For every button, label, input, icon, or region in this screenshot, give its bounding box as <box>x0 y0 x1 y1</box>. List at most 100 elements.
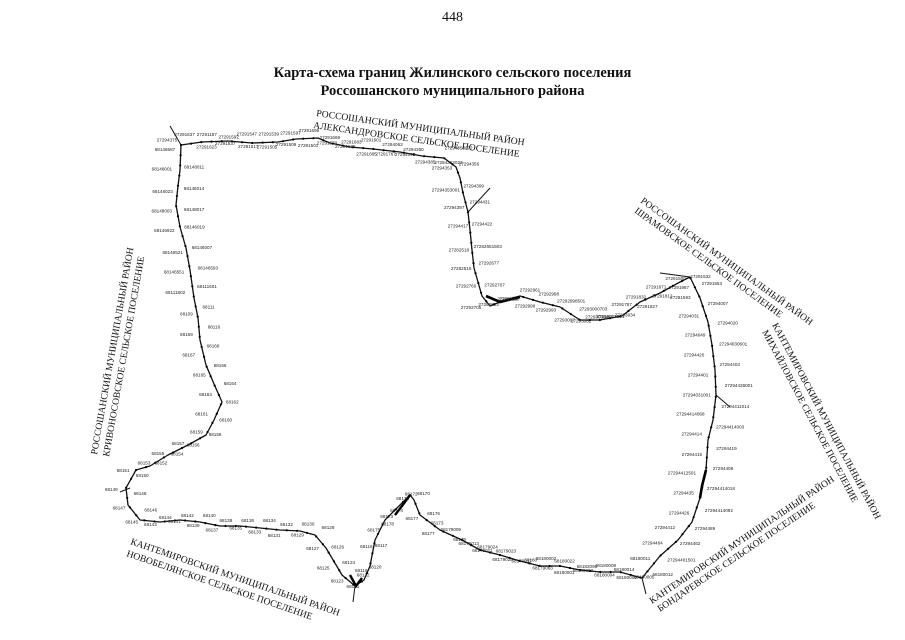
boundary-vertex <box>179 143 183 147</box>
parcel-label: 27293007 <box>554 317 575 322</box>
parcel-label: 27294385 <box>415 160 436 165</box>
parcel-label: 68151 <box>117 468 130 473</box>
parcel-label: 68146551 <box>164 270 185 275</box>
boundary-vertex <box>713 406 716 409</box>
boundary-vertex <box>706 446 709 449</box>
boundary-vertex <box>220 140 223 143</box>
boundary-vertex <box>414 502 417 505</box>
boundary-vertex <box>125 486 128 489</box>
parcel-label: 27294031 <box>679 313 700 318</box>
parcel-label: 68123 <box>331 579 344 584</box>
boundary-vertex <box>302 137 305 140</box>
boundary-vertex <box>698 295 701 298</box>
parcel-label: 68180011 <box>630 556 651 561</box>
boundary-vertex <box>461 539 464 542</box>
parcel-label: 68155 <box>152 451 165 456</box>
parcel-label: 68180022 <box>554 559 575 564</box>
boundary-vertex <box>261 141 264 144</box>
page-number: 448 <box>442 10 463 25</box>
parcel-label: 68129 <box>291 533 304 538</box>
boundary-vertex <box>502 299 505 302</box>
boundary-vertex <box>351 146 355 149</box>
boundary-vertex <box>198 335 201 338</box>
parcel-label: 68173 <box>380 514 393 519</box>
parcel-label: 68160 <box>219 417 232 422</box>
parcel-label: 68111 <box>203 304 216 309</box>
parcel-label: 27294360 <box>403 147 424 152</box>
boundary-vertex <box>468 221 471 224</box>
boundary-vertex <box>312 137 315 140</box>
parcel-label: 68146922 <box>154 228 175 233</box>
parcel-label: 27291570 <box>317 140 338 145</box>
boundary-vertex <box>181 235 184 238</box>
parcel-label: 27291592 <box>218 134 239 139</box>
boundary-vertex <box>285 529 288 532</box>
parcel-label: 27291695 <box>299 128 320 133</box>
parcel-label: 68153 <box>138 460 151 465</box>
boundary-vertex <box>376 532 380 536</box>
neighbor-southwest-line2: НОВОБЕЛЯНСКОЕ СЕЛЬСКОЕ ПОСЕЛЕНИЕ <box>125 548 314 622</box>
parcel-label: 68144 <box>159 515 172 520</box>
parcel-label: 27294435 <box>673 491 694 496</box>
boundary-vertex <box>244 525 248 528</box>
boundary-vertex <box>707 436 710 439</box>
parcel-label: 68163 <box>199 392 212 397</box>
parcel-label: 68168 <box>207 343 220 348</box>
boundary-vertex <box>470 241 473 244</box>
boundary-vertex <box>442 530 445 533</box>
boundary-vertex <box>423 155 426 158</box>
parcel-label: 27293007501 <box>596 314 625 319</box>
parcel-label: 68146521 <box>162 250 183 255</box>
boundary-vertex <box>194 305 197 308</box>
boundary-vertex <box>459 181 462 184</box>
boundary-vertex <box>551 304 554 307</box>
boundary-vertex <box>695 506 698 509</box>
boundary-vertex <box>528 562 531 565</box>
boundary-vertex <box>709 334 712 337</box>
boundary-vertex <box>143 519 146 522</box>
parcel-label: 27292998501 <box>557 299 586 304</box>
boundary-vertex <box>176 184 180 187</box>
boundary-vertex <box>704 314 708 317</box>
boundary-vertex <box>703 476 706 479</box>
boundary-vertex <box>433 156 436 159</box>
boundary-vertex <box>522 295 525 299</box>
boundary-vertex <box>327 551 330 554</box>
boundary-vertices <box>125 137 717 586</box>
parcel-label: 68135 <box>229 526 242 531</box>
boundary-vertex <box>205 365 208 368</box>
parcel-label: 68172 <box>405 491 418 496</box>
boundary-vertex <box>281 140 285 143</box>
parcel-label: 27294356 <box>459 162 480 167</box>
parcel-label: 27291683 <box>341 139 362 144</box>
parcel-label: 68180002 <box>536 556 557 561</box>
boundary-vertex <box>646 570 649 573</box>
parcel-label: 27291987 <box>669 285 690 290</box>
boundary-vertex <box>199 437 202 440</box>
parcel-label: 27294426 <box>669 511 690 516</box>
boundary-vertex <box>154 461 157 464</box>
boundary-vertex <box>241 141 244 144</box>
boundary-vertex <box>186 254 189 258</box>
parcel-label: 27294436001 <box>725 383 754 388</box>
boundary-vertex <box>627 309 630 312</box>
boundary-vertex <box>712 355 715 358</box>
boundary-vertex <box>197 325 200 328</box>
parcel-label: 27294403 <box>720 362 741 367</box>
parcel-label: 68180009 <box>616 575 637 580</box>
boundary-vertex <box>472 262 475 265</box>
parcel-label: 68179028 <box>492 557 513 562</box>
parcel-label: 68148017 <box>184 207 205 212</box>
boundary-vertex <box>474 272 477 275</box>
parcel-label: 27294422 <box>472 222 493 227</box>
parcel-label: 68125 <box>317 565 330 570</box>
boundary-vertex <box>443 157 446 160</box>
parcel-label: 68120 <box>369 564 382 569</box>
boundary-vertex <box>153 520 156 523</box>
parcel-label: 27294397 <box>444 205 465 210</box>
parcel-label: 68156 <box>187 443 200 448</box>
boundary-vertex <box>371 552 374 555</box>
parcel-label: 68138 <box>220 518 233 523</box>
parcel-label: 27292803 <box>478 302 499 307</box>
parcel-label: 68111601 <box>197 284 217 289</box>
